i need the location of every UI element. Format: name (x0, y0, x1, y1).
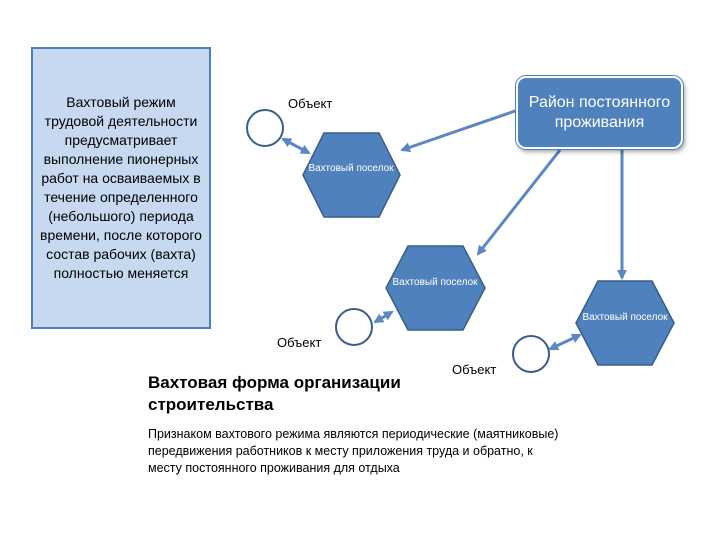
arrow-home-to-settlement-1 (400, 108, 519, 153)
settlement-hexagon-2 (385, 245, 486, 331)
object-label-2: Объект (277, 335, 322, 350)
object-circle-2 (335, 308, 373, 346)
home-node-label: Район постоянного проживания (528, 93, 671, 131)
object-label-3: Объект (452, 362, 497, 377)
slide-description: Признаком вахтового режима являются пери… (148, 427, 559, 475)
settlement-hexagon-1 (302, 132, 401, 218)
object-label-1: Объект (288, 96, 333, 111)
object-circle-3 (512, 335, 550, 373)
settlement-label-1: Вахтовый поселок (308, 163, 394, 174)
settlement-hexagon-3 (575, 280, 675, 366)
settlement-label-3: Вахтовый поселок (582, 312, 668, 323)
arrow-settlement-2-object-2 (373, 310, 394, 324)
slide-title: Вахтовая форма организации строительства (148, 373, 401, 414)
settlement-label-2: Вахтовый поселок (392, 277, 478, 288)
arrow-home-to-settlement-2 (476, 149, 562, 256)
arrow-settlement-3-object-3 (548, 333, 582, 351)
info-box: Вахтовый режим трудовой деятельности пре… (31, 47, 211, 329)
arrow-settlement-1-object-1 (281, 137, 311, 155)
home-node: Район постоянного проживания (516, 76, 683, 149)
object-circle-1 (246, 109, 284, 147)
info-box-text: Вахтовый режим трудовой деятельности пре… (40, 94, 202, 281)
